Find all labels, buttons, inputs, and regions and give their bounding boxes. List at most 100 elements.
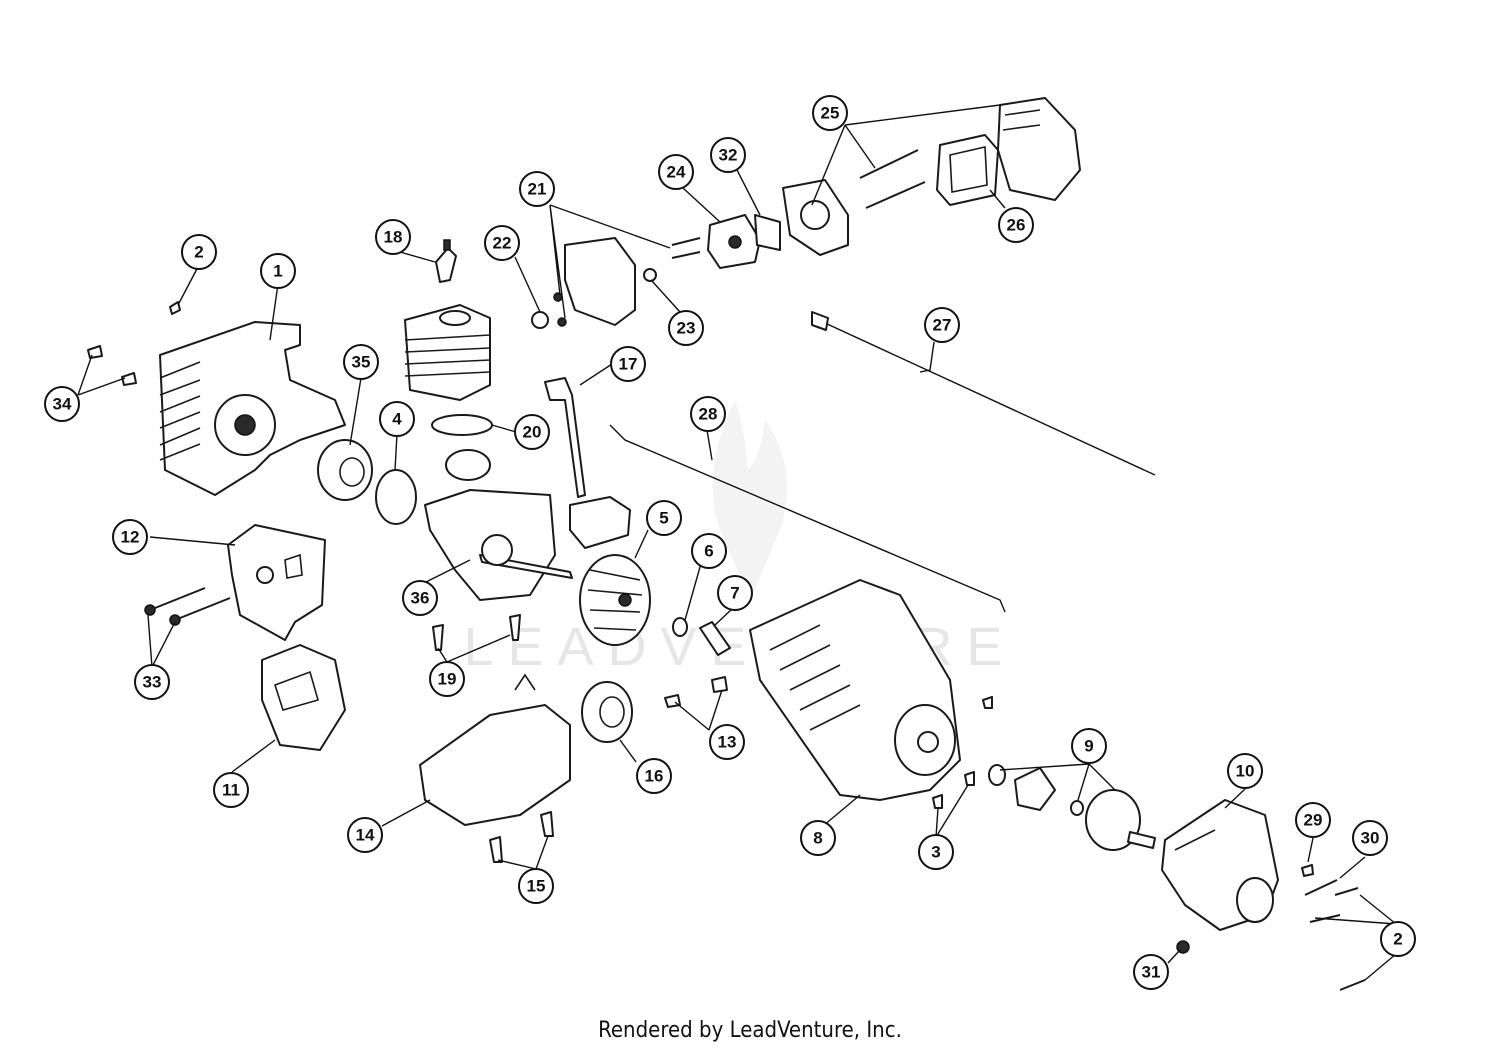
carb-adapter-part [531, 237, 701, 329]
fuel-tank-part [419, 673, 571, 826]
callout-14: 14 [347, 817, 383, 853]
callout-35: 35 [343, 344, 379, 380]
gearbox-housing-part [1161, 799, 1279, 931]
callout-25: 25 [812, 95, 848, 131]
svg-text:7: 7 [730, 584, 739, 603]
callout-31: 31 [1133, 954, 1169, 990]
screw-part [169, 301, 1366, 991]
svg-text:4: 4 [392, 410, 402, 429]
callout-13: 13 [709, 724, 745, 760]
ignition-coil-part [544, 377, 631, 549]
svg-text:8: 8 [813, 829, 822, 848]
muffler-part [261, 644, 346, 751]
callout-9: 9 [1071, 728, 1107, 764]
callouts: 1 2 34 35 4 18 20 17 21 22 23 24 32 25 2… [44, 95, 1416, 990]
svg-text:20: 20 [523, 423, 542, 442]
svg-text:31: 31 [1142, 963, 1161, 982]
callout-3: 3 [918, 834, 954, 870]
clip-13-part [664, 676, 728, 708]
svg-text:30: 30 [1361, 829, 1380, 848]
svg-text:15: 15 [527, 877, 546, 896]
carburetor-part [707, 214, 761, 269]
screw-15-part [489, 811, 554, 863]
svg-text:26: 26 [1007, 216, 1026, 235]
svg-text:18: 18 [384, 228, 403, 247]
svg-text:32: 32 [719, 146, 738, 165]
svg-text:19: 19 [438, 670, 457, 689]
leader-lines [77, 104, 1397, 981]
svg-text:35: 35 [352, 353, 371, 372]
screw-3-part [932, 696, 993, 809]
air-filter-base-part [782, 149, 926, 256]
callout-24: 24 [658, 154, 694, 190]
carb-gasket-part [754, 214, 781, 251]
callout-8: 8 [800, 820, 836, 856]
callout-26: 26 [998, 207, 1034, 243]
watermark-logo [712, 400, 788, 600]
callout-34: 34 [44, 386, 80, 422]
flywheel-part [579, 554, 651, 646]
callout-15: 15 [518, 868, 554, 904]
washer-part [672, 617, 688, 637]
engine-shroud-part [159, 321, 346, 496]
svg-text:27: 27 [933, 316, 952, 335]
svg-text:17: 17 [619, 355, 638, 374]
clutch-drum-part [317, 439, 373, 501]
svg-text:21: 21 [528, 180, 547, 199]
svg-text:24: 24 [667, 163, 686, 182]
callout-30: 30 [1352, 820, 1388, 856]
svg-text:33: 33 [143, 673, 162, 692]
recoil-housing-part [749, 579, 961, 801]
footer-credit: Rendered by LeadVenture, Inc. [598, 1018, 902, 1043]
air-filter-element-part [936, 134, 999, 206]
callout-22: 22 [484, 225, 520, 261]
callout-7: 7 [717, 575, 753, 611]
drum-bearing-part [581, 681, 633, 743]
svg-text:25: 25 [821, 104, 840, 123]
gasket-ring-part [375, 469, 417, 525]
svg-text:6: 6 [704, 542, 713, 561]
callout-28: 28 [690, 396, 726, 432]
callout-23: 23 [668, 310, 704, 346]
cylinder-gasket-part [431, 414, 493, 436]
callout-2-bottom: 2 [1380, 921, 1416, 957]
callout-21: 21 [519, 171, 555, 207]
svg-text:9: 9 [1084, 737, 1093, 756]
pin-part [699, 621, 731, 656]
crankcase-part [424, 449, 573, 601]
svg-text:23: 23 [677, 319, 696, 338]
svg-text:2: 2 [194, 243, 203, 262]
heat-shield-part [227, 524, 326, 641]
svg-text:13: 13 [718, 733, 737, 752]
svg-text:28: 28 [699, 405, 718, 424]
callout-18: 18 [375, 219, 411, 255]
callout-6: 6 [691, 533, 727, 569]
svg-text:3: 3 [931, 843, 940, 862]
callout-16: 16 [636, 758, 672, 794]
svg-text:12: 12 [121, 528, 140, 547]
clutch-assembly-part [988, 764, 1156, 851]
callout-19: 19 [429, 661, 465, 697]
callout-27: 27 [924, 307, 960, 343]
fastener-29-30-31-part [1176, 864, 1338, 954]
callout-10: 10 [1227, 753, 1263, 789]
cylinder-part [404, 304, 491, 401]
callout-33: 33 [134, 664, 170, 700]
svg-text:5: 5 [659, 509, 668, 528]
svg-text:1: 1 [273, 262, 282, 281]
svg-text:14: 14 [356, 826, 375, 845]
svg-text:34: 34 [53, 395, 72, 414]
bolt-19-part [432, 614, 521, 651]
callout-11: 11 [213, 772, 249, 808]
callout-36: 36 [402, 580, 438, 616]
callout-4: 4 [379, 401, 415, 437]
svg-text:22: 22 [493, 234, 512, 253]
svg-text:29: 29 [1304, 811, 1323, 830]
svg-text:10: 10 [1236, 762, 1255, 781]
svg-text:2: 2 [1393, 930, 1402, 949]
callout-2-top: 2 [181, 234, 217, 270]
callout-5: 5 [646, 500, 682, 536]
throttle-cable-part [811, 311, 1156, 476]
svg-text:11: 11 [222, 781, 240, 800]
